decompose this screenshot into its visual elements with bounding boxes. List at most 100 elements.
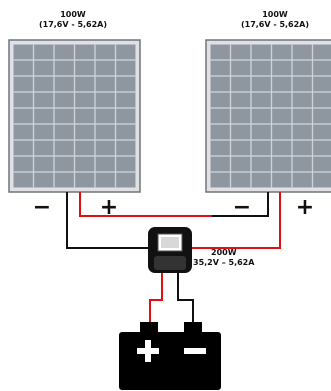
panel-2-cell [312,108,331,124]
panel-2-cell [271,76,292,92]
panel-2-cell [210,44,231,60]
panel-1-cell [74,108,95,124]
panel-1-cell [115,108,136,124]
controller-power: 200W [211,248,237,257]
controller-spec: 35,2V – 5,62A [193,258,255,267]
panel-2-cell [271,156,292,172]
panel-1-cell [33,140,54,156]
panel-1-cell [33,172,54,188]
panel-2-cell [312,124,331,140]
panel-1-cell [13,92,34,108]
panel-2-cell [210,124,231,140]
panel-1-cell [54,76,75,92]
panel-2-cell [271,124,292,140]
panel-1-negative-wire [66,192,148,249]
panel-1-label: 100W (17,6V - 5,62A) [18,10,128,30]
panel-2-cell [251,76,272,92]
panel-1-cell [74,156,95,172]
panel-1-cell [13,108,34,124]
panel-2-cell [210,92,231,108]
panel-1-cell [33,92,54,108]
panel-1-cell [115,60,136,76]
panel-2-cell [292,156,313,172]
panel-1-cell [13,44,34,60]
panel-2-cell [251,92,272,108]
panel-2-cell [271,172,292,188]
panel-1-cell [33,76,54,92]
panel-2-cell [230,156,251,172]
panel-2-cell [230,124,251,140]
panel-2-cell [312,60,331,76]
panel-1-cell [115,156,136,172]
panel-2-cell [251,44,272,60]
panel-2-cell [292,44,313,60]
panel-1-cell [54,172,75,188]
panel-1-cell [33,60,54,76]
panel-2-cell [210,156,231,172]
panel-2-cell [251,156,272,172]
panel-2-cell [251,140,272,156]
panel-2-cell [251,124,272,140]
panel-2-cell [312,156,331,172]
panel-1-cell [95,76,116,92]
panel-2-label: 100W (17,6V - 5,62A) [220,10,330,30]
panel-2-cell [292,60,313,76]
panel-1-cells [13,44,136,188]
panel-2-cell [251,172,272,188]
battery-negative-wire [177,264,194,326]
panel-1-cell [33,156,54,172]
panel-1-cell [54,108,75,124]
panel-1-cell [74,140,95,156]
panel-1-cell [13,124,34,140]
panel-1-cell [54,140,75,156]
panel-2-cell [312,140,331,156]
panel-1-cell [95,124,116,140]
panel-2-cell [271,108,292,124]
panel-1-cell [95,44,116,60]
panel-1-cell [95,156,116,172]
panel-1-cell [74,92,95,108]
panel-1-spec: (17,6V - 5,62A) [38,20,108,29]
panel-2-cell [251,108,272,124]
panel-1-cell [115,172,136,188]
panel-2-plus-symbol: + [296,195,314,220]
controller-label: 200W 35,2V – 5,62A [193,248,254,268]
battery [119,322,221,390]
panel-2-cell [210,76,231,92]
panel-2-cell [251,60,272,76]
panel-2-cell [230,76,251,92]
panel-1-power: 100W [60,10,86,19]
series-link-wire-black [212,192,269,217]
panel-2-cell [230,140,251,156]
battery-positive-wire [149,264,163,326]
panel-2-cell [292,92,313,108]
solar-panel-2 [205,39,331,193]
panel-1-cell [115,92,136,108]
panel-2-cell [230,92,251,108]
panel-2-cell [210,140,231,156]
panel-1-cell [13,140,34,156]
panel-2-cell [271,92,292,108]
panel-1-cell [95,172,116,188]
panel-1-cell [95,92,116,108]
panel-2-minus-symbol: − [233,195,251,220]
panel-1-cell [95,108,116,124]
panel-2-cell [230,108,251,124]
panel-1-cell [115,140,136,156]
panel-2-positive-wire [192,192,281,249]
panel-1-plus-symbol: + [100,195,118,220]
panel-1-cell [54,92,75,108]
panel-1-cell [13,156,34,172]
panel-2-cell [210,60,231,76]
panel-1-cell [13,60,34,76]
series-link-wire-red [79,192,212,217]
panel-2-cell [271,60,292,76]
panel-1-cell [13,76,34,92]
panel-2-cell [292,172,313,188]
panel-1-cell [74,60,95,76]
panel-1-cell [115,76,136,92]
panel-2-spec: (17,6V - 5,62A) [240,20,310,29]
panel-2-cell [271,44,292,60]
solar-panel-1 [8,39,141,193]
